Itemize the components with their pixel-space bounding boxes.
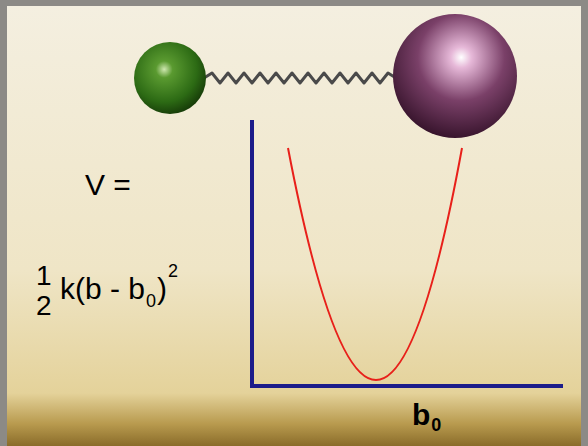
panel-ground [7,6,581,446]
fraction-numerator: 1 [36,262,52,290]
fraction-denominator: 2 [36,292,52,320]
small-atom [134,42,206,114]
equation-term: k(b - b [60,274,145,304]
x-axis [250,384,563,388]
y-axis [250,120,254,388]
large-atom [393,14,517,138]
subscript: 0 [146,292,156,310]
axis-label: b [412,400,430,430]
subscript: 0 [431,416,441,434]
equation-term: ) [157,274,167,304]
potential-curve [288,148,462,380]
equation-lhs: V = [85,170,131,200]
spring-bond [204,73,396,83]
exponent: 2 [168,262,178,280]
